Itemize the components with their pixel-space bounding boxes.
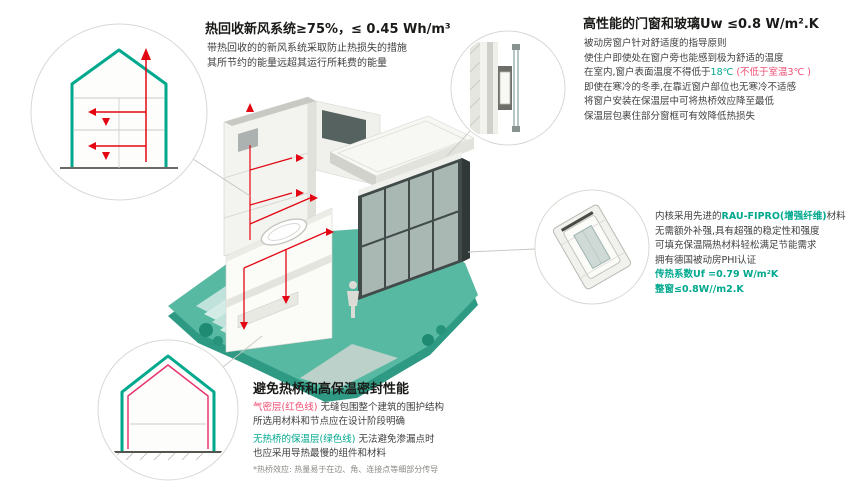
airflow-arrow bbox=[141, 48, 151, 60]
leader-line bbox=[467, 248, 536, 253]
thermal-footnote: *热桥效应: 热量易于在边、角、连接点等细部分传导 bbox=[253, 465, 439, 474]
text-segment: 也应采用导热最慢的组件和材料 bbox=[253, 447, 387, 459]
leader-lines bbox=[192, 130, 536, 368]
text-segment: 整窗≤0.8W//m2.K bbox=[655, 283, 744, 295]
duct-arrow bbox=[246, 103, 254, 112]
text-line: 也应采用导热最慢的组件和材料 bbox=[253, 447, 434, 461]
floor-slab bbox=[226, 254, 332, 308]
person-figure bbox=[347, 281, 359, 318]
text-segment: 气密层(红色线) bbox=[253, 402, 318, 413]
cutaway-back-wall bbox=[223, 96, 316, 257]
text-segment: 带热回收的的新风系统采取防止热损失的措施 bbox=[207, 43, 407, 54]
text-segment: 无法避免渗漏点时 bbox=[355, 434, 435, 445]
house-3d-illustration bbox=[168, 96, 478, 402]
text-line: 整窗≤0.8W//m2.K bbox=[655, 283, 846, 298]
airflow-arrow bbox=[102, 152, 110, 160]
bathtub bbox=[260, 218, 308, 246]
airtight-description: 气密层(红色线) 无缝包围整个建筑的围护结构所选用材料和节点应在设计阶段明确 bbox=[253, 401, 444, 428]
text-segment: 内核采用先进的 bbox=[655, 211, 722, 222]
patio-path bbox=[300, 344, 398, 390]
window-profile-diagram bbox=[534, 189, 650, 305]
text-segment: RAU-FIPRO(增强纤维) bbox=[721, 211, 827, 222]
text-line: 在室内,窗户表面温度不得低于18℃ (不低于室温3℃ ) bbox=[584, 66, 811, 81]
airflow-arrow bbox=[102, 118, 110, 126]
airflow-arrow bbox=[88, 108, 96, 116]
text-segment: 可填充保温隔热材料轻松满足节能需求 bbox=[655, 240, 817, 251]
ventilation-ducts bbox=[96, 60, 147, 162]
text-segment: (不低于室温3℃ ) bbox=[733, 67, 811, 78]
bush bbox=[436, 325, 446, 335]
bush bbox=[422, 334, 434, 346]
text-segment: 传热系数Uf =0.79 W/m²K bbox=[655, 269, 779, 280]
duct-lines-interior bbox=[243, 197, 327, 322]
duct-arrow bbox=[296, 154, 304, 162]
leader-line bbox=[222, 335, 263, 368]
profile-description: 内核采用先进的RAU-FIPRO(增强纤维)材料无需额外补强,具有超强的稳定性和… bbox=[655, 210, 846, 297]
airflow-arrow bbox=[88, 142, 96, 150]
ventilation-title: 热回收新风系统≥75%，≤ 0.45 Wh/m³ bbox=[205, 22, 451, 37]
ventilation-description: 带热回收的的新风系统采取防止热损失的措施其所节约的能量远超其运行所耗费的能量 bbox=[207, 41, 407, 71]
bridgefree-description: 无热桥的保温层(绿色线) 无法避免渗漏点时也应采用导热最慢的组件和材料 bbox=[253, 433, 434, 460]
gasket bbox=[560, 211, 594, 232]
text-segment: 保温层包裹住部分窗框可有效降低热损失 bbox=[584, 110, 756, 122]
text-segment: 在室内,窗户表面温度不得低于 bbox=[584, 67, 711, 78]
text-line: 将窗户安装在保温层中可将热桥效应降至最低 bbox=[584, 95, 811, 110]
leader-line bbox=[446, 130, 471, 157]
airtight-line-red bbox=[127, 364, 209, 449]
text-segment: 无需额外补强,具有超强的稳定性和强度 bbox=[655, 225, 820, 237]
thermal-section-diagram bbox=[97, 339, 239, 481]
text-segment: 使住户即使处在窗户旁也能感到极为舒适的温度 bbox=[584, 52, 784, 64]
text-line: 可填充保温隔热材料轻松满足节能需求 bbox=[655, 239, 846, 254]
dark-window bbox=[322, 110, 366, 148]
text-line: 保温层包裹住部分窗框可有效降低热损失 bbox=[584, 110, 811, 125]
text-segment: 即使在寒冷的冬季,在靠近窗户部位也无寒冷不适感 bbox=[584, 81, 797, 93]
duct-arrow bbox=[310, 194, 318, 202]
text-line: 所选用材料和节点应在设计阶段明确 bbox=[253, 415, 444, 429]
text-line: 即使在寒冷的冬季,在靠近窗户部位也无寒冷不适感 bbox=[584, 81, 811, 96]
text-line: 无热桥的保温层(绿色线) 无法避免渗漏点时 bbox=[253, 433, 434, 447]
text-line: 拥有德国被动房PHI认证 bbox=[655, 254, 846, 269]
duct-lines-wall bbox=[249, 145, 293, 240]
text-segment: 拥有德国被动房PHI认证 bbox=[655, 254, 757, 266]
duct-arrow bbox=[282, 296, 290, 304]
kitchen-counter bbox=[237, 291, 299, 329]
bush bbox=[199, 323, 213, 337]
text-line: 无需额外补强,具有超强的稳定性和强度 bbox=[655, 225, 846, 240]
window-section-diagram bbox=[450, 30, 566, 146]
text-line: 内核采用先进的RAU-FIPRO(增强纤维)材料 bbox=[655, 210, 846, 225]
text-line: 其所节约的能量远超其运行所耗费的能量 bbox=[207, 56, 407, 71]
text-line: 传热系数Uf =0.79 W/m²K bbox=[655, 268, 846, 283]
glass-curtain-wall bbox=[358, 152, 470, 300]
text-line: 气密层(红色线) 无缝包围整个建筑的围护结构 bbox=[253, 401, 444, 415]
duct-arrow bbox=[326, 228, 334, 236]
bush bbox=[213, 336, 223, 346]
text-line: 带热回收的的新风系统采取防止热损失的措施 bbox=[207, 41, 407, 56]
thermal-title: 避免热桥和高保温密封性能 bbox=[253, 382, 410, 397]
small-window bbox=[238, 128, 258, 152]
duct-arrow bbox=[240, 322, 248, 330]
duct-arrow bbox=[296, 189, 304, 197]
insulation-line-green bbox=[120, 354, 216, 452]
text-line: 使住户即使处在窗户旁也能感到极为舒适的温度 bbox=[584, 52, 811, 67]
cutaway-interior bbox=[225, 194, 334, 353]
text-segment: 材料 bbox=[826, 211, 846, 222]
text-segment: 将窗户安装在保温层中可将热桥效应降至最低 bbox=[584, 96, 775, 107]
windows-description: 被动房窗户针对舒适度的指导原则使住户即使处在窗户旁也能感到极为舒适的温度在室内,… bbox=[584, 37, 811, 124]
text-segment: 无热桥的保温层(绿色线) bbox=[253, 434, 356, 445]
hatch-lines bbox=[469, 43, 481, 127]
ventilation-section-diagram bbox=[30, 23, 208, 201]
text-line: 被动房窗户针对舒适度的指导原则 bbox=[584, 37, 811, 52]
leader-line bbox=[192, 158, 251, 197]
text-segment: 无缝包围整个建筑的围护结构 bbox=[317, 402, 444, 413]
text-segment: 所选用材料和节点应在设计阶段明确 bbox=[253, 415, 406, 427]
text-segment: 18℃ bbox=[710, 67, 734, 78]
text-segment: 其所节约的能量远超其运行所耗费的能量 bbox=[207, 58, 387, 69]
windows-title: 高性能的门窗和玻璃Uw ≤0.8 W/m².K bbox=[583, 17, 819, 32]
text-segment: 被动房窗户针对舒适度的指导原则 bbox=[584, 38, 727, 49]
